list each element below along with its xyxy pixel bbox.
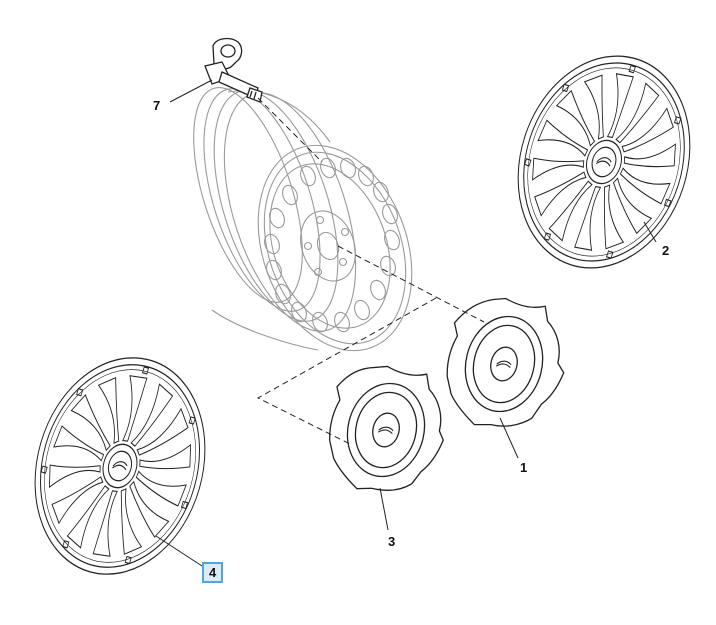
hubcap-clip [543,232,552,241]
center-cap-icon [329,365,444,491]
hubcap-spoke [548,180,593,242]
callout-3: 3 [388,534,396,549]
hubcap-spoke [537,119,589,157]
hubcap-clip [561,83,570,93]
hubcap-clip [62,540,70,549]
hubcap-icon [517,55,691,269]
hubcap-clip [141,366,150,375]
callout-4-highlighted[interactable]: 4 [202,562,224,583]
hubcap-spoke [92,490,118,557]
hubcap-clip [673,116,682,125]
hubcap-clip [188,416,196,425]
hubcap-icon [34,357,206,575]
callout-7: 7 [153,98,161,113]
hubcap-spoke [51,476,104,525]
hubcap-spoke [612,177,653,235]
hubcap-spoke [603,184,625,250]
hubcap-clip [663,198,672,208]
hubcap-clip [76,388,84,397]
leader-lines [155,79,657,567]
callout-2: 2 [662,243,670,258]
hubcap-spoke [534,171,587,217]
hubcap-clip [40,465,48,474]
hubcap-spoke [97,377,120,444]
hubcap-spoke [70,394,111,452]
hubcap-clip [606,250,614,259]
hubcap-clip [524,158,532,167]
callout-1: 1 [520,460,528,475]
hubcap-spoke [139,443,192,470]
hubcap-spoke [583,74,604,140]
steel-wheel-icon [193,87,413,352]
hubcap-spoke [615,82,660,144]
hubcap-spoke [136,407,189,456]
hubcap-spoke [606,73,634,139]
hubcap-spoke [120,488,143,555]
hubcap-spoke [532,157,585,181]
hubcap-clip [628,64,636,74]
hubcap-clip [180,500,189,510]
hubcap-spoke [130,383,174,447]
hubcap-spoke [66,485,110,549]
hubcap-spoke [619,167,671,205]
hubcap-spoke [574,185,602,251]
hubcap-clip [124,555,132,565]
hubcap-spoke [135,470,187,507]
hubcap-spoke [53,425,105,462]
hubcap-spoke [555,89,596,147]
hubcap-spoke [623,143,676,168]
tpms-valve-icon [204,37,263,103]
assembly-guide-lines [256,97,485,445]
hubcap-spoke [621,107,674,153]
hubcap-spoke [129,480,170,538]
center-cap-icon [446,297,565,427]
hubcap-spoke [122,375,148,442]
hubcap-spoke [48,464,101,489]
